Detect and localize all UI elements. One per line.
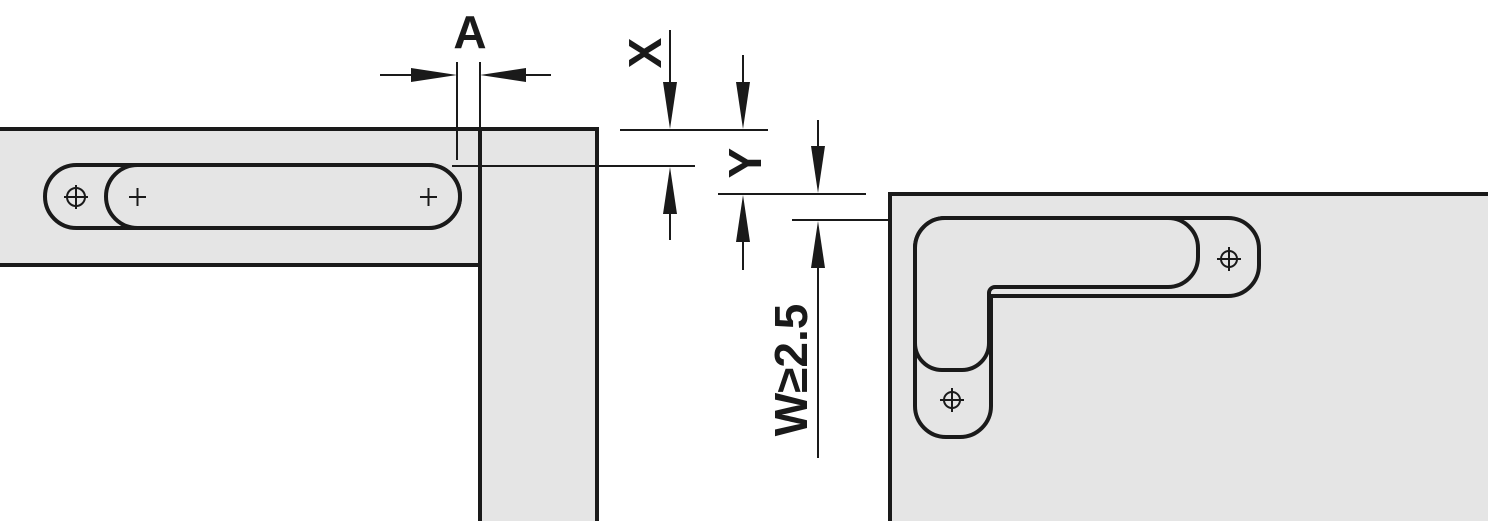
dimension-w: W≥2.5: [765, 219, 913, 458]
slot-center-plus-icon: [129, 188, 146, 206]
arrow-up-icon: [663, 167, 677, 214]
arrow-left-icon: [480, 68, 526, 82]
dimension-x: X: [619, 30, 768, 131]
screw-hole-crosshair-icon: [1217, 247, 1241, 271]
arrow-up-icon: [736, 195, 750, 242]
dimension-a-label: A: [453, 6, 486, 58]
arrow-down-icon: [811, 146, 825, 193]
arrow-up-icon: [811, 221, 825, 268]
left-plate-slot: [104, 163, 462, 230]
slot-end-plus-icon: [420, 188, 437, 206]
dimension-x-label: X: [619, 37, 671, 68]
left-mounting-plate: [43, 163, 462, 230]
left-vertical-panel: [478, 127, 599, 521]
dimension-a: A: [380, 6, 551, 160]
dimension-w-label: W≥2.5: [765, 304, 817, 437]
dimension-y-label: Y: [719, 148, 771, 179]
screw-hole-crosshair-icon: [64, 185, 88, 209]
arrow-right-icon: [411, 68, 457, 82]
arrow-down-icon: [663, 82, 677, 129]
right-plate-slot: [913, 216, 1200, 372]
arrow-down-icon: [736, 82, 750, 129]
screw-hole-crosshair-icon: [940, 388, 964, 412]
dimension-y: Y: [452, 55, 771, 240]
right-mounting-plate: [913, 216, 1261, 439]
dimension-y-lower: [718, 120, 866, 270]
